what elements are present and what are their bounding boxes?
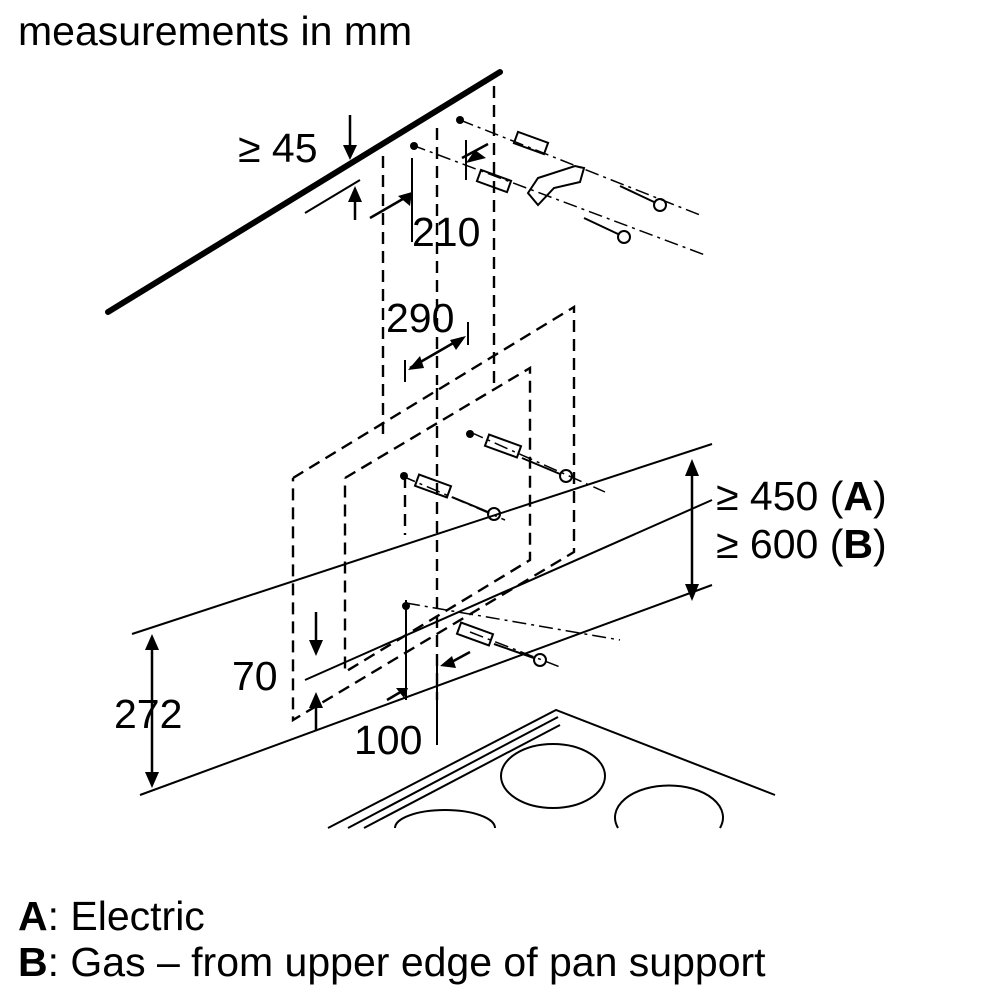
- dim-600-text: ≥ 600 (: [716, 521, 844, 567]
- legend-text-b: : Gas – from upper edge of pan support: [47, 939, 766, 985]
- dim-272-arrows: [145, 634, 159, 788]
- dim-210-label: 210: [412, 209, 481, 255]
- dim-272-label: 272: [114, 691, 183, 737]
- dim-600-key: B: [843, 521, 873, 567]
- legend-item-a: A: Electric: [18, 896, 205, 937]
- hood-plane-lines: [131, 443, 713, 796]
- legend-key-a: A: [18, 893, 48, 939]
- lower-wall-plugs: [413, 433, 573, 667]
- dim-70-arrows: [309, 612, 323, 730]
- legend-text-a: : Electric: [47, 893, 205, 939]
- diagram-title: measurements in mm: [18, 8, 413, 54]
- dim-600-label: ≥ 600 (B): [716, 524, 887, 565]
- dim-600-close: ): [872, 521, 887, 567]
- dim-45-label: ≥ 45: [238, 125, 318, 171]
- dim-450-label: ≥ 450 (A): [716, 476, 887, 517]
- screw-centerlines: [401, 119, 706, 668]
- dim-45-arrows: [304, 115, 362, 220]
- dim-450-text: ≥ 450 (: [716, 473, 844, 519]
- legend-item-b: B: Gas – from upper edge of pan support: [18, 942, 766, 983]
- dim-70-label: 70: [232, 653, 278, 699]
- upper-chimney-outline: [381, 86, 496, 440]
- screw-holes: [400, 116, 474, 610]
- dim-100-label: 100: [354, 717, 423, 763]
- dim-450-600-arrows: [685, 459, 699, 601]
- legend-key-b: B: [18, 939, 48, 985]
- dim-100-arrows: [386, 600, 471, 745]
- dim-450-close: ): [872, 473, 887, 519]
- dim-450-key: A: [843, 473, 873, 519]
- upper-wall-plugs: [475, 130, 667, 244]
- dim-210-arrows: [369, 140, 489, 242]
- dim-290-arrows: [404, 322, 469, 382]
- bracket-outline: [291, 304, 576, 723]
- ceiling-line: [105, 69, 503, 315]
- hob: [327, 708, 776, 829]
- dim-290-label: 290: [386, 295, 455, 341]
